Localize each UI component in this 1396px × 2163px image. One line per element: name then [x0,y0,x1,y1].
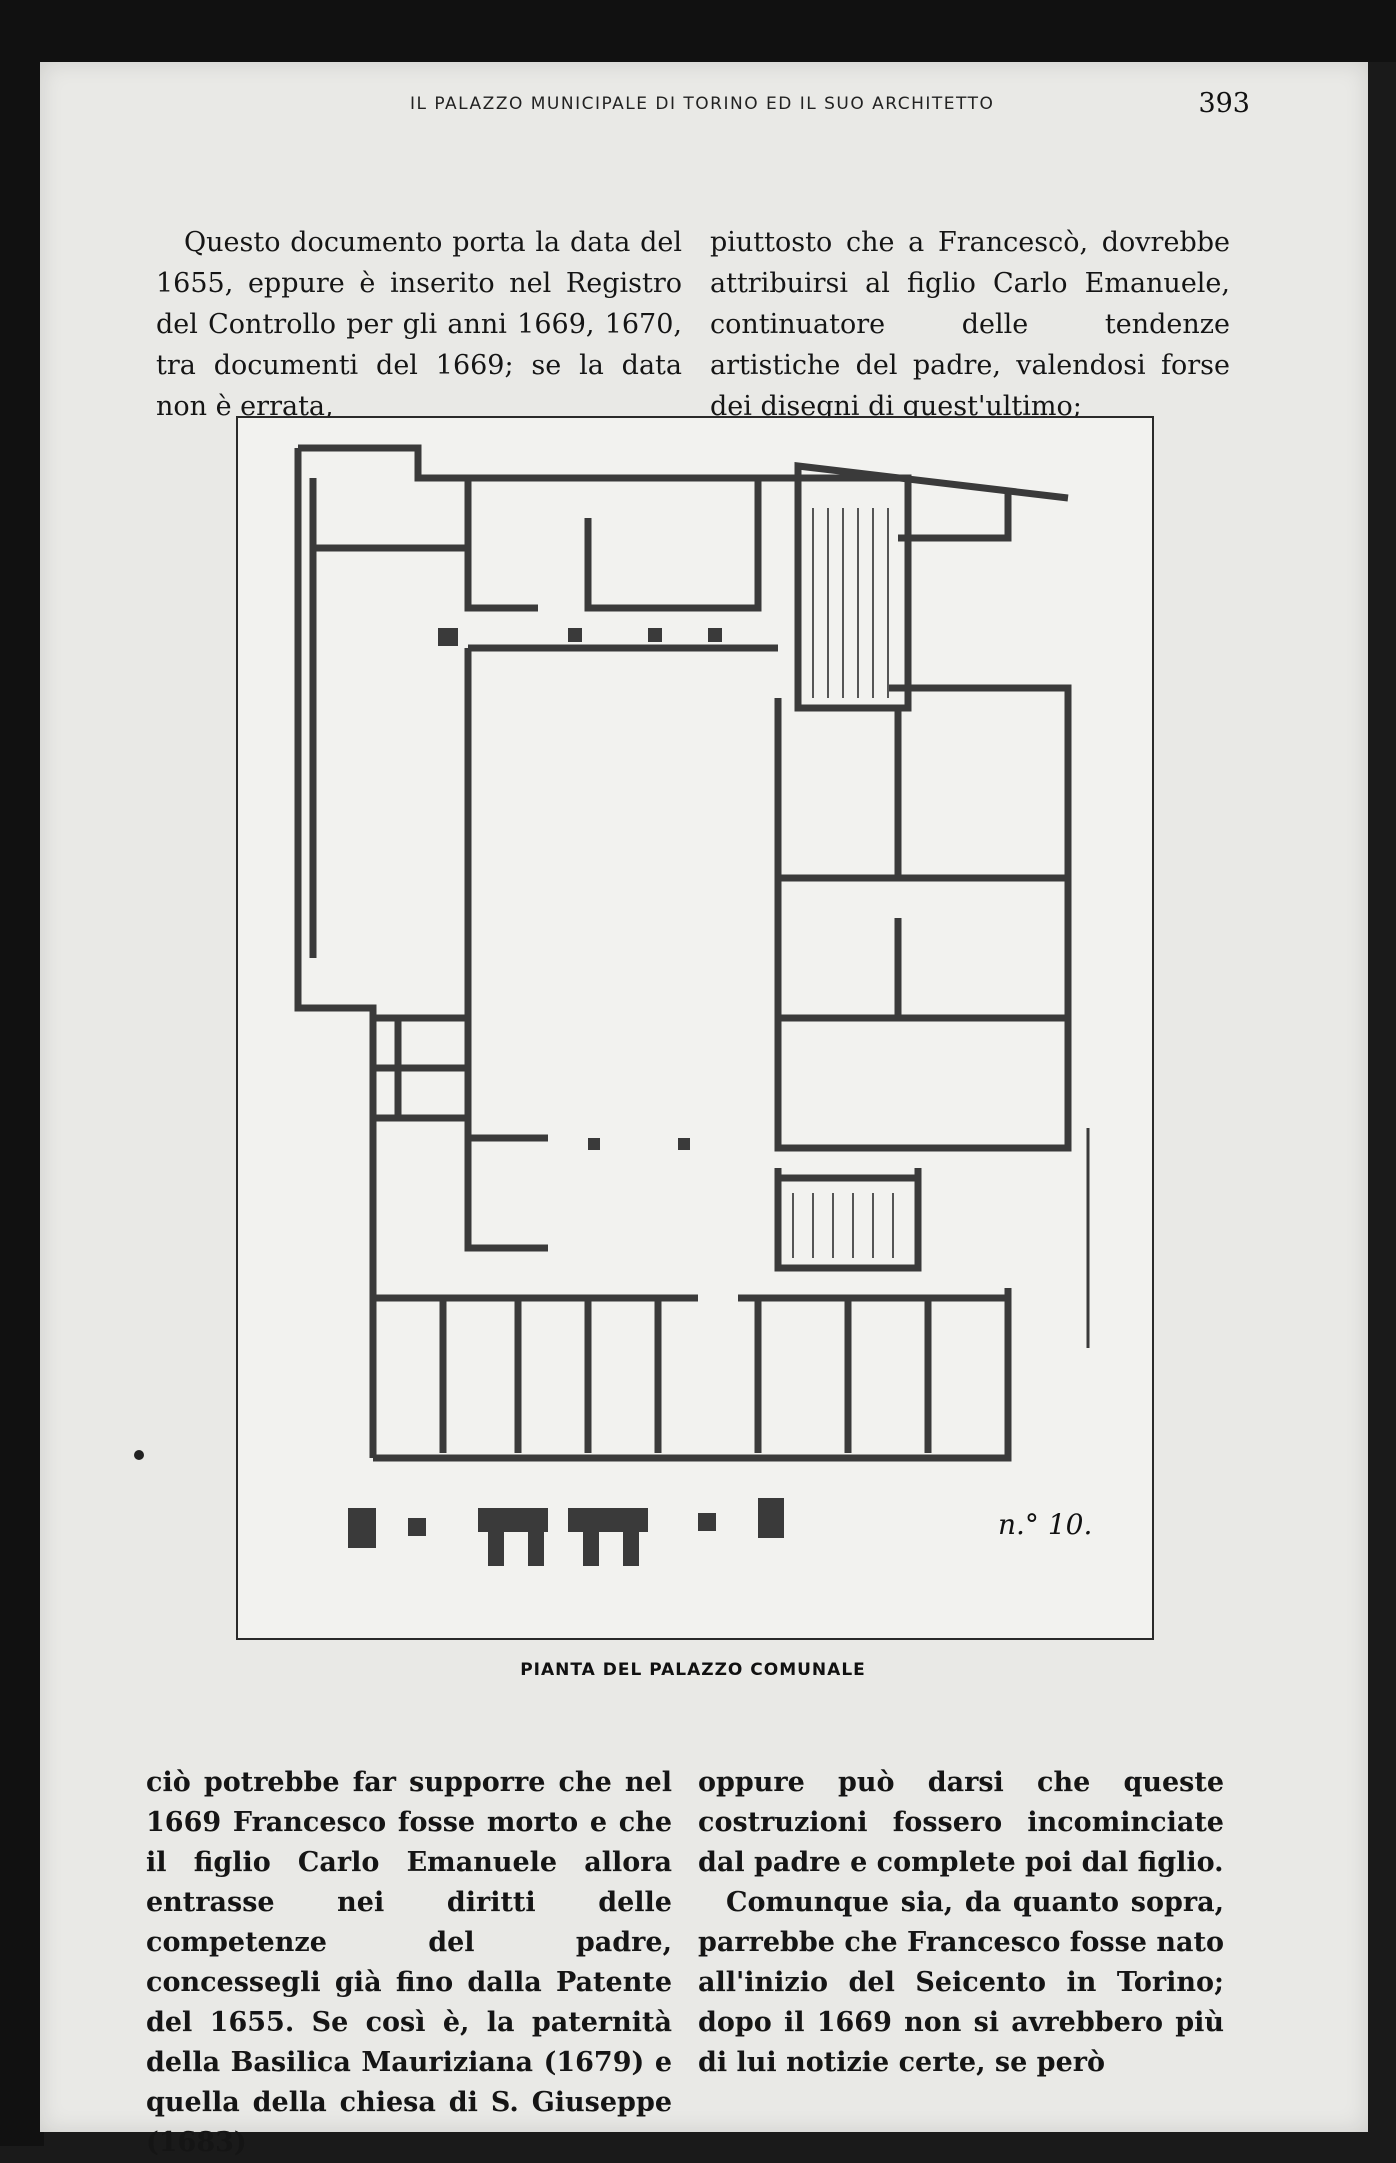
running-header: IL PALAZZO MUNICIPALE DI TORINO ED IL SU… [150,86,1250,126]
figure-number-note: n.° 10. [998,1508,1093,1541]
scan-left-border [0,0,44,2146]
paragraph: Comunque sia, da quanto sopra, parrebbe … [698,1887,1224,2078]
bottom-right-column: oppure può darsi che queste costruzioni … [698,1763,1224,2083]
outer-wall-west [294,448,377,1458]
scan-top-border [0,0,1396,62]
outer-wall-south [373,1288,1012,1462]
paragraph: piuttosto che a Francescò, dovrebbe attr… [710,227,1230,422]
paragraph: ciò potrebbe far supporre che nel 1669 F… [146,1767,672,2158]
figure-caption: PIANTA DEL PALAZZO COMUNALE [520,1660,866,1680]
floor-plan-drawing [294,444,1090,1566]
margin-mark [134,1450,144,1460]
outer-wall-north [298,444,1069,502]
top-left-column: Questo documento porta la data del 1655,… [156,222,682,427]
bottom-left-column: ciò potrebbe far supporre che nel 1669 F… [146,1763,672,2163]
paragraph: oppure può darsi che queste costruzioni … [698,1767,1224,1878]
floor-plan-figure: n.° 10. [236,416,1154,1640]
paragraph: Questo documento porta la data del 1655,… [156,227,682,422]
running-title: IL PALAZZO MUNICIPALE DI TORINO ED IL SU… [410,94,995,114]
page-number: 393 [1198,88,1250,119]
top-right-column: piuttosto che a Francescò, dovrebbe attr… [710,222,1230,427]
